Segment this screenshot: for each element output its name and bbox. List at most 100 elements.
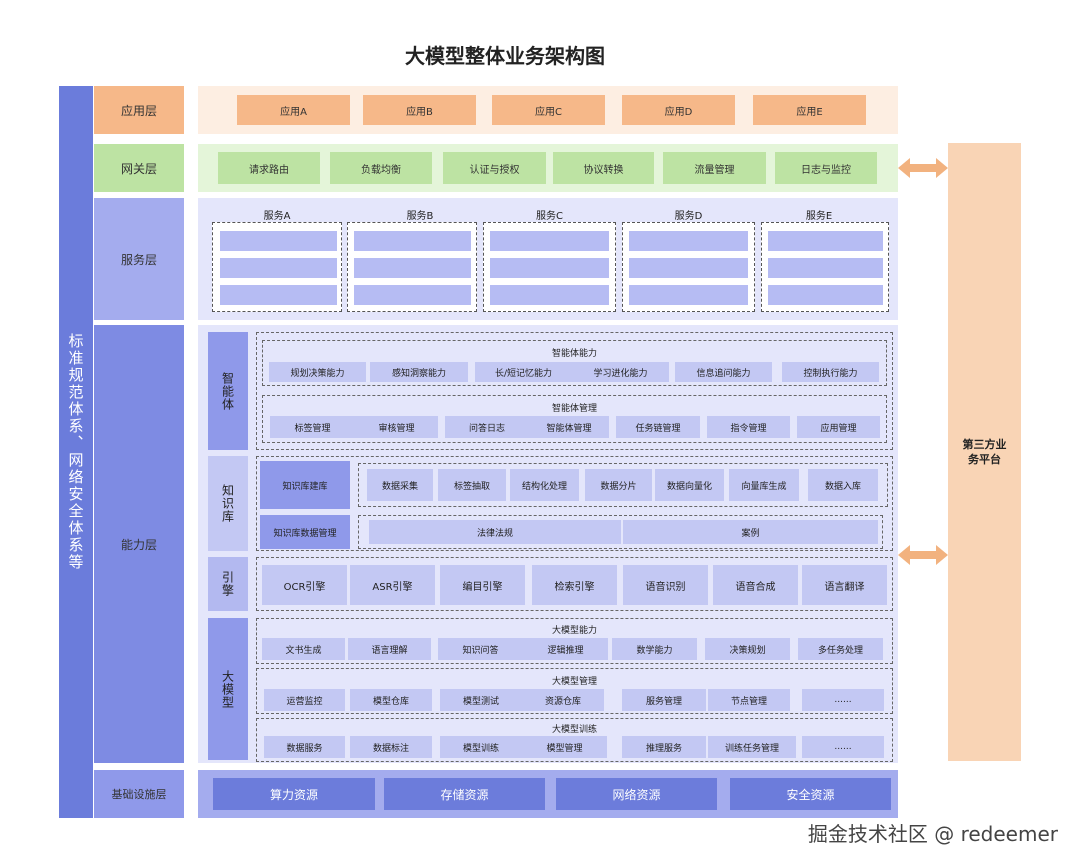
engine-chip: ASR引擎 (350, 565, 435, 605)
engine-label: 引擎 (220, 571, 235, 597)
kb-build-group (358, 463, 888, 507)
engine-chip: 语音合成 (713, 565, 798, 605)
model-train-chip: ...... (802, 736, 884, 758)
agent-mgmt-chip: 智能体管理 (529, 416, 609, 438)
model-mgmt-chip: 资源仓库 (522, 689, 604, 711)
watermark: 掘金技术社区 @ redeemer (807, 822, 1058, 846)
model-ability-chip: 决策规划 (705, 638, 790, 660)
agent-mgmt-group (262, 395, 887, 443)
service-bar (220, 231, 337, 251)
service-bar (220, 285, 337, 305)
gateway-item: 协议转换 (553, 152, 654, 184)
service-title: 服务B (406, 211, 434, 222)
infra-item: 算力资源 (213, 778, 375, 810)
app-item: 应用B (363, 95, 476, 125)
page-title: 大模型整体业务架构图 (405, 44, 605, 68)
agent-ability-group (262, 340, 887, 386)
service-title: 服务E (805, 211, 833, 222)
service-bar (629, 258, 748, 278)
gateway-item: 认证与授权 (443, 152, 546, 184)
kb-label: 知识库 (220, 484, 235, 523)
agent-ability-chip: 控制执行能力 (782, 362, 879, 382)
infra-item: 存储资源 (384, 778, 545, 810)
service-title: 服务D (674, 211, 703, 222)
model-ability-chip: 多任务处理 (798, 638, 883, 660)
double-arrow-icon (898, 544, 948, 566)
app-item: 应用C (492, 95, 605, 125)
agent-section (256, 332, 893, 450)
kb-build-chip: 数据分片 (585, 469, 652, 501)
model-train-title: 大模型训练 (551, 725, 597, 735)
kb-data-mgmt-label: 知识库数据管理 (260, 515, 350, 549)
model-train-group (256, 718, 893, 762)
engine-chip: OCR引擎 (262, 565, 347, 605)
capability-layer-label: 能力层 (94, 325, 184, 763)
model-mgmt-chip: 节点管理 (708, 689, 790, 711)
model-mgmt-title: 大模型管理 (551, 677, 597, 687)
model-label: 大模型 (220, 669, 235, 709)
kb-data-chip: 法律法规 (369, 520, 621, 544)
service-bar (629, 231, 748, 251)
model-mgmt-chip: ...... (802, 689, 884, 711)
model-mgmt-chip: 服务管理 (622, 689, 706, 711)
app-layer-label: 应用层 (94, 86, 184, 134)
agent-ability-chip: 学习进化能力 (572, 362, 669, 382)
agent-label-box: 智能体 (208, 332, 248, 450)
kb-build-chip: 标签抽取 (438, 469, 506, 501)
gateway-item: 流量管理 (663, 152, 766, 184)
engine-chip: 语言翻译 (802, 565, 887, 605)
service-layer-label: 服务层 (94, 198, 184, 320)
engine-chip: 编目引擎 (440, 565, 525, 605)
kb-data-group (358, 515, 883, 549)
engine-section (256, 557, 893, 611)
service-bar (768, 285, 883, 305)
kb-build-chip: 结构化处理 (510, 469, 579, 501)
engine-chip: 语音识别 (623, 565, 708, 605)
gateway-item: 日志与监控 (775, 152, 877, 184)
service-bar (490, 285, 609, 305)
model-mgmt-chip: 模型仓库 (350, 689, 432, 711)
agent-ability-chip: 长/短记忆能力 (475, 362, 572, 382)
kb-build-chip: 向量库生成 (729, 469, 799, 501)
model-train-chip: 训练任务管理 (708, 736, 796, 758)
app-item: 应用E (753, 95, 866, 125)
infra-item: 安全资源 (730, 778, 891, 810)
kb-section (256, 456, 893, 551)
service-bar (354, 285, 471, 305)
model-train-chip: 数据服务 (264, 736, 345, 758)
service-title: 服务C (536, 211, 563, 222)
model-mgmt-chip: 运营监控 (264, 689, 345, 711)
service-bar (490, 231, 609, 251)
gateway-item: 负载均衡 (330, 152, 432, 184)
agent-mgmt-chip: 应用管理 (797, 416, 880, 438)
model-mgmt-chip: 模型测试 (440, 689, 522, 711)
model-train-chip: 模型训练 (440, 736, 522, 758)
service-bar (220, 258, 337, 278)
service-bar (768, 258, 883, 278)
model-ability-chip: 知识问答 (438, 638, 523, 660)
kb-build-chip: 数据入库 (808, 469, 878, 501)
engine-label-box: 引擎 (208, 557, 248, 611)
model-ability-title: 大模型能力 (551, 626, 597, 636)
infra-item: 网络资源 (556, 778, 717, 810)
model-train-chip: 数据标注 (350, 736, 432, 758)
model-train-chip: 模型管理 (522, 736, 607, 758)
agent-label: 智能体 (220, 371, 235, 411)
agent-mgmt-chip: 审核管理 (355, 416, 438, 438)
service-bar (490, 258, 609, 278)
gateway-layer-label: 网关层 (94, 144, 184, 192)
agent-mgmt-chip: 任务链管理 (616, 416, 700, 438)
service-bar (629, 285, 748, 305)
third-party-platform: 第三方业务平台 (948, 143, 1021, 761)
agent-ability-chip: 规划决策能力 (269, 362, 366, 382)
app-item: 应用A (237, 95, 350, 125)
kb-data-chip: 案例 (623, 520, 878, 544)
model-ability-chip: 语言理解 (348, 638, 431, 660)
model-ability-chip: 数学能力 (612, 638, 697, 660)
agent-ability-chip: 信息追问能力 (675, 362, 772, 382)
agent-ability-chip: 感知洞察能力 (370, 362, 468, 382)
agent-ability-title: 智能体能力 (551, 349, 597, 359)
kb-build-chip: 数据向量化 (655, 469, 724, 501)
double-arrow-icon (898, 157, 948, 179)
model-label-box: 大模型 (208, 618, 248, 760)
